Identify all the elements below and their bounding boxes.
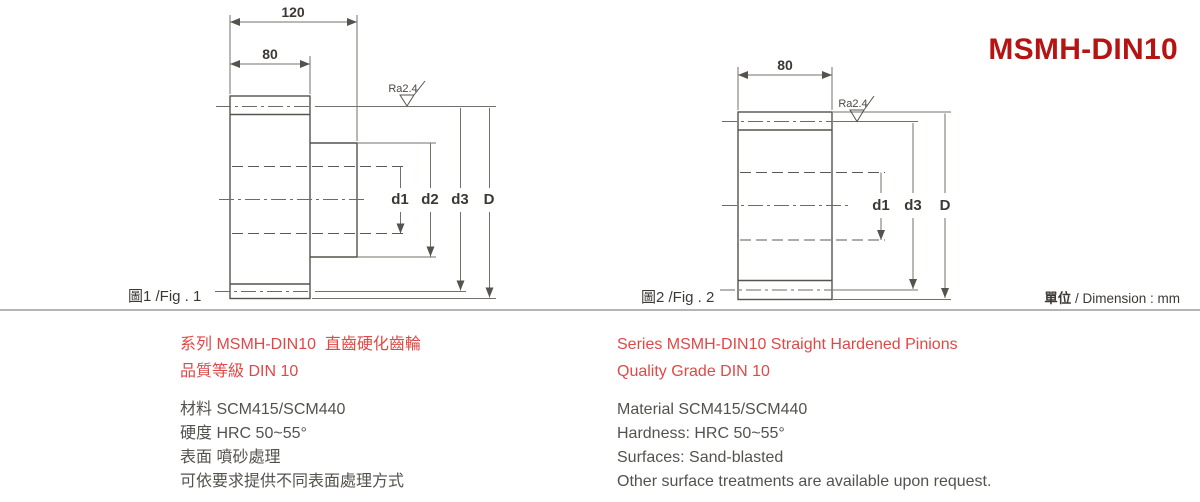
- fig2-roughness-symbol: Ra2.4: [838, 95, 875, 123]
- section-divider: [0, 309, 1200, 311]
- fig2-roughness-label: Ra2.4: [838, 98, 867, 110]
- fig2-bore-hidden-lines: [740, 171, 885, 241]
- material-en: Material SCM415/SCM440: [617, 401, 808, 418]
- fig2-centerline: [720, 121, 852, 291]
- fig2-dim-80-label: 80: [777, 57, 793, 73]
- fig1-bore-hidden-lines: [232, 165, 405, 235]
- fig1-extension-lines: [229, 15, 496, 299]
- fig1-dimension-D: D: [484, 108, 495, 298]
- fig2-dimension-D: D: [940, 113, 951, 299]
- spec-column-en: Series MSMH-DIN10 Straight Hardened Pini…: [617, 331, 991, 494]
- fig1-roughness-label: Ra2.4: [388, 83, 417, 95]
- fig1-roughness-symbol: Ra2.4: [388, 80, 426, 107]
- fig2-extension-lines: [737, 67, 951, 300]
- material-zh: 材料 SCM415/SCM440: [180, 401, 346, 418]
- unit-label-zh: 單位: [1044, 291, 1072, 306]
- spec-column-zh: 系列 MSMH-DIN10 直齒硬化齒輪 品質等級 DIN 10 材料 SCM4…: [180, 331, 421, 494]
- hardness-zh: 硬度 HRC 50~55°: [180, 425, 307, 442]
- fig1-d3-label: d3: [451, 191, 469, 208]
- page-title: MSMH-DIN10: [988, 33, 1178, 66]
- fig2-drawing: 80 d1 d3 D Ra2.4: [720, 57, 951, 300]
- series-title-zh: 系列 MSMH-DIN10 直齒硬化齒輪: [180, 336, 421, 353]
- quality-grade-en: Quality Grade DIN 10: [617, 363, 770, 380]
- fig2-dimension-d1: d1: [872, 172, 890, 241]
- fig1-dim-80-label: 80: [262, 46, 278, 62]
- fig1-centerline: [215, 106, 368, 292]
- fig1-drawing: 120 80 d1 d2 d3 D: [215, 4, 496, 299]
- fig1-dimension-d3: d3: [451, 108, 469, 291]
- fig2-D-label: D: [940, 197, 951, 214]
- fig2-dimension-80: 80: [738, 57, 832, 79]
- fig2-caption: 圖2 /Fig . 2: [641, 289, 715, 306]
- fig1-caption: 圖1 /Fig . 1: [128, 288, 202, 305]
- fig1-dimension-d2: d2: [421, 143, 439, 257]
- fig1-dimension-80: 80: [230, 46, 310, 68]
- fig1-d1-label: d1: [391, 191, 409, 208]
- surface-en: Surfaces: Sand-blasted: [617, 449, 784, 466]
- fig1-dimension-d1: d1: [391, 166, 409, 234]
- fig1-dim-120-label: 120: [281, 4, 305, 20]
- technical-drawing: 120 80 d1 d2 d3 D: [215, 4, 1200, 312]
- unit-note: 單位 / Dimension : mm: [1044, 287, 1180, 307]
- fig2-d1-label: d1: [872, 197, 890, 214]
- fig1-dimension-120: 120: [230, 4, 357, 26]
- fig2-d3-label: d3: [904, 197, 922, 214]
- series-title-en: Series MSMH-DIN10 Straight Hardened Pini…: [617, 336, 958, 353]
- quality-grade-zh: 品質等級 DIN 10: [180, 363, 299, 380]
- unit-label-rest: / Dimension : mm: [1071, 291, 1180, 306]
- fig1-gear-outline: [229, 95, 358, 300]
- fig2-dimension-d3: d3: [904, 123, 922, 289]
- note-en: Other surface treatments are available u…: [617, 473, 992, 490]
- fig1-D-label: D: [484, 191, 495, 208]
- note-zh: 可依要求提供不同表面處理方式: [180, 473, 405, 490]
- surface-zh: 表面 噴砂處理: [180, 449, 281, 466]
- hardness-en: Hardness: HRC 50~55°: [617, 425, 785, 442]
- fig1-d2-label: d2: [421, 191, 439, 208]
